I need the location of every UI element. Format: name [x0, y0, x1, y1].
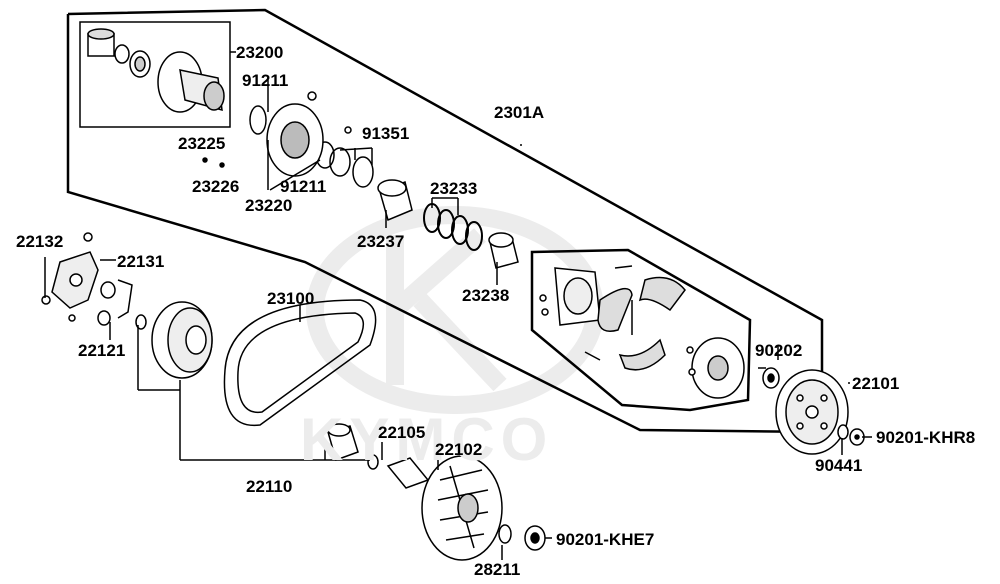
group-outline-2301A: [66, 8, 824, 434]
spring-seat-part: [488, 232, 519, 269]
snap-ring-part: [135, 314, 379, 470]
clutch-plate-part: [539, 267, 601, 326]
label-23237: 23237: [357, 232, 405, 251]
clutch-inset-box: [530, 248, 752, 412]
label-90202: 90202: [755, 341, 803, 360]
label-23225: 23225: [178, 134, 226, 153]
drive-face-boss-part: [327, 423, 430, 489]
ramp-plate-part: [51, 251, 99, 309]
guide-pin-collar-part: [377, 179, 413, 222]
label-91211-lower: 91211: [280, 177, 327, 196]
label-22131: 22131: [117, 252, 165, 271]
label-23200: 23200: [236, 43, 284, 62]
washer-part-28211: [498, 524, 512, 544]
label-90201-KHR8: 90201-KHR8: [876, 428, 976, 447]
label-28211: 28211: [474, 560, 521, 579]
movable-drive-face-part: [151, 301, 213, 379]
label-22101: 22101: [852, 374, 900, 393]
drive-belt-part: [223, 299, 377, 427]
label-2301A: 2301A: [494, 103, 545, 122]
driven-pulley-hub-part: [157, 51, 225, 113]
cooling-fan-part: [421, 455, 503, 561]
leader-lines: [44, 51, 872, 560]
watermark-text: KYMCO: [300, 406, 554, 473]
label-23220: 23220: [245, 196, 293, 215]
label-23233: 23233: [430, 179, 478, 198]
clutch-outer-part: [775, 369, 849, 455]
flange-nut-part: [524, 525, 546, 551]
washer-and-nut-part: [837, 424, 865, 446]
clutch-drive-plate-part: [686, 337, 745, 399]
label-23238: 23238: [462, 286, 510, 305]
label-22132: 22132: [16, 232, 64, 251]
inset-box-23200: [79, 21, 231, 128]
moveable-driven-face-part: [202, 91, 352, 177]
label-22121: 22121: [78, 341, 126, 360]
clutch-shoe-part: [584, 265, 686, 371]
label-22102: 22102: [435, 440, 483, 459]
oil-seal-part: [114, 44, 151, 78]
weight-roller-part: [41, 232, 133, 326]
label-90441: 90441: [815, 456, 863, 475]
clutch-nut-part: [762, 367, 780, 389]
label-91351: 91351: [362, 124, 410, 143]
needle-bearing-part: [87, 28, 115, 57]
label-23226: 23226: [192, 177, 240, 196]
label-90201-KHE7: 90201-KHE7: [556, 530, 655, 549]
label-22110: 22110: [246, 477, 293, 496]
label-22105: 22105: [378, 423, 426, 442]
label-91211-upper: 91211: [242, 71, 289, 90]
label-23100: 23100: [267, 289, 315, 308]
